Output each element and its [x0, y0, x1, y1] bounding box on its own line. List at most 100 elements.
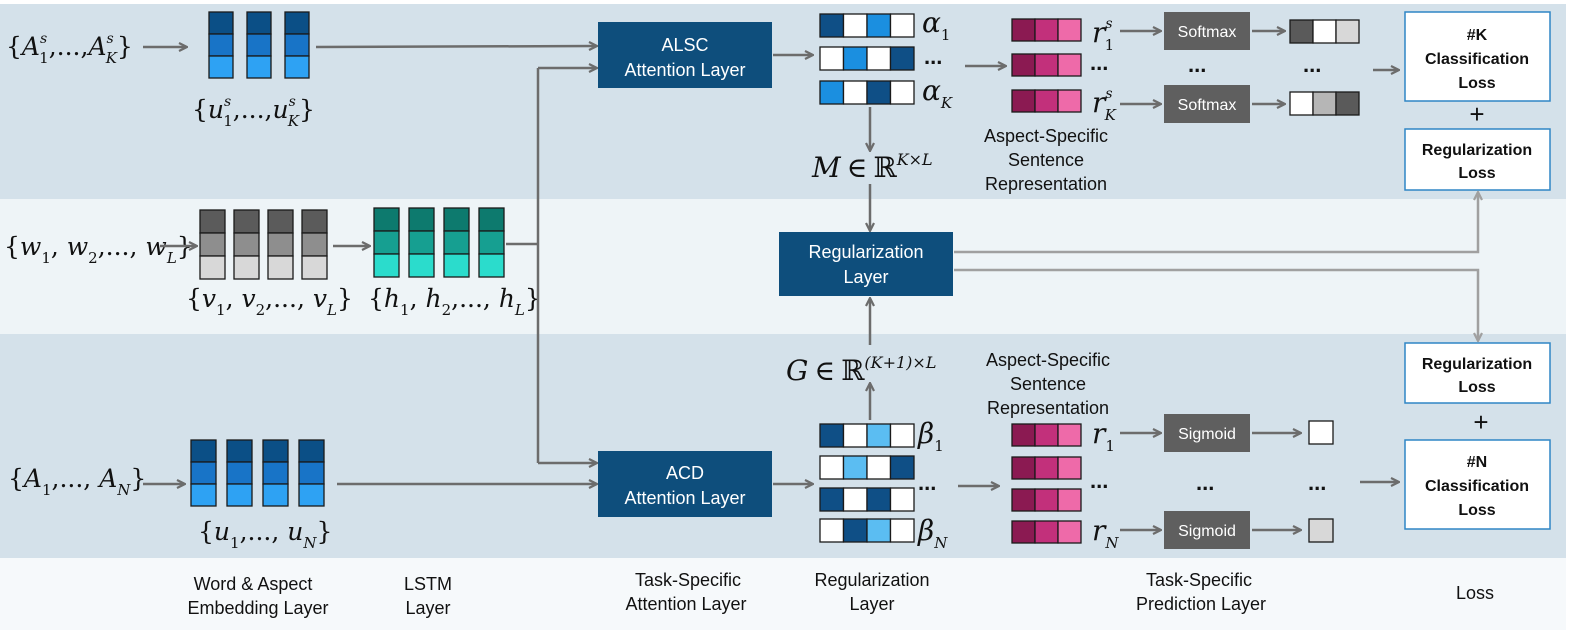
- svg-text:Loss: Loss: [1458, 75, 1495, 92]
- svg-text:Task-Specific: Task-Specific: [1146, 570, 1252, 590]
- alpha-cell: [819, 13, 845, 38]
- sentence-rep-cell: [1057, 423, 1082, 447]
- alpha-cell: [866, 80, 892, 105]
- sentence-rep-cell: [1011, 520, 1036, 544]
- footer-lstm-layer: LSTM Layer: [404, 574, 452, 618]
- softmax-prob-cell: [1289, 91, 1314, 116]
- softmax-probabilities: [1289, 19, 1360, 116]
- svg-text:Attention Layer: Attention Layer: [624, 488, 745, 508]
- alpha-cell: [842, 80, 868, 105]
- aspect-embedding-cell: [262, 439, 289, 463]
- beta-cell: [866, 518, 892, 543]
- sentence-rep-cell: [1057, 520, 1082, 544]
- alpha-ellipsis: ...: [924, 44, 942, 69]
- aspect-embedding-cell: [262, 461, 289, 485]
- svg-text:Regularization: Regularization: [814, 570, 929, 590]
- lstm-state-cell: [478, 253, 505, 278]
- lstm-state-cell: [408, 230, 435, 255]
- sentence-rep-cell: [1057, 89, 1082, 113]
- prob-bottom-ellipsis: ...: [1308, 470, 1326, 495]
- sentence-rep-cell: [1011, 456, 1036, 480]
- svg-text:Softmax: Softmax: [1178, 24, 1237, 41]
- alpha-1-label: α1: [922, 6, 950, 44]
- sentence-rep-cell: [1011, 89, 1036, 113]
- sentence-representation-top: [1011, 18, 1082, 113]
- alpha-cell: [819, 80, 845, 105]
- arrow-regularization-to-bottom-loss: [954, 268, 1478, 340]
- beta-cell: [866, 455, 892, 480]
- footer-attention-layer: Task-Specific Attention Layer: [625, 570, 746, 614]
- svg-text:Aspect-Specific: Aspect-Specific: [986, 350, 1110, 370]
- svg-text:G∈ℝ(K+1)×L: G∈ℝ(K+1)×L: [786, 353, 936, 387]
- aspect-embedding-cell: [190, 483, 217, 507]
- word-embedding-cell: [199, 255, 226, 280]
- sentence-rep-cell: [1034, 423, 1059, 447]
- beta-cell: [819, 518, 845, 543]
- beta-1-label: β1: [917, 417, 944, 455]
- svg-text:Representation: Representation: [985, 174, 1107, 194]
- svg-text:αK: αK: [922, 74, 953, 112]
- beta-cell: [819, 423, 845, 448]
- aspect-embedding-cell: [298, 483, 325, 507]
- svg-text:Sentence: Sentence: [1008, 150, 1084, 170]
- sigmoid-1: Sigmoid: [1164, 414, 1250, 452]
- svg-text:Loss: Loss: [1456, 583, 1494, 603]
- svg-text:{h1, h2,..., hL}: {h1, h2,..., hL}: [368, 284, 541, 319]
- softmax-prob-cell: [1312, 91, 1337, 116]
- sentence-rep-cell: [1011, 18, 1036, 42]
- sigmoid-n: Sigmoid: [1164, 511, 1250, 549]
- beta-cell: [842, 518, 868, 543]
- sentence-rep-cell: [1057, 456, 1082, 480]
- word-embedding-cell: [267, 209, 294, 234]
- aspect-embedding-cell: [208, 55, 234, 79]
- svg-text:Attention Layer: Attention Layer: [625, 594, 746, 614]
- n-classification-loss: #N Classification Loss: [1404, 439, 1551, 530]
- k-classification-loss: #K Classification Loss: [1404, 11, 1551, 102]
- svg-text:Task-Specific: Task-Specific: [635, 570, 741, 590]
- lstm-hidden-states: [373, 207, 505, 278]
- word-embedding-cell: [301, 232, 328, 257]
- sentence-rep-cell: [1057, 18, 1082, 42]
- matrix-g-label: G∈ℝ(K+1)×L: [786, 353, 936, 387]
- word-embedding-cell: [301, 255, 328, 280]
- softmax-prob-cell: [1312, 19, 1337, 44]
- aspect-embedding-cell: [246, 55, 272, 79]
- svg-text:#K: #K: [1467, 27, 1488, 44]
- svg-text:Aspect-Specific: Aspect-Specific: [984, 126, 1108, 146]
- footer-prediction-layer: Task-Specific Prediction Layer: [1136, 570, 1266, 614]
- aspect-embedding-bottom: [190, 439, 325, 507]
- aspect-embedding-cell: [190, 439, 217, 463]
- sentence-representation-bottom: [1011, 423, 1082, 544]
- footer-band: [0, 558, 1566, 630]
- beta-cell: [866, 487, 892, 512]
- svg-text:Loss: Loss: [1458, 165, 1495, 182]
- svg-text:Loss: Loss: [1458, 379, 1495, 396]
- svg-text:Regularization: Regularization: [1422, 142, 1532, 159]
- svg-text:Sentence: Sentence: [1010, 374, 1086, 394]
- loss-plus-top: +: [1469, 99, 1484, 129]
- lstm-state-cell: [408, 253, 435, 278]
- beta-cell: [819, 455, 845, 480]
- r-top-ellipsis: ...: [1090, 50, 1108, 75]
- aspect-embedding-cell: [208, 11, 234, 35]
- alpha-cell: [842, 46, 868, 71]
- prob-top-ellipsis: ...: [1303, 52, 1321, 77]
- svg-text:Sigmoid: Sigmoid: [1178, 426, 1236, 443]
- alpha-cell: [842, 13, 868, 38]
- regularization-loss-top: Regularization Loss: [1404, 128, 1551, 191]
- lstm-state-cell: [443, 207, 470, 232]
- beta-ellipsis: ...: [918, 470, 936, 495]
- svg-text:Regularization: Regularization: [1422, 356, 1532, 373]
- svg-text:Word & Aspect: Word & Aspect: [194, 574, 313, 594]
- word-embedding-cell: [233, 255, 260, 280]
- sentence-rep-cell: [1034, 520, 1059, 544]
- svg-text:α1: α1: [922, 6, 950, 44]
- beta-attention-vectors: [819, 423, 915, 543]
- sentence-rep-cell: [1034, 53, 1059, 77]
- sentence-rep-cell: [1034, 456, 1059, 480]
- svg-text:rsK: rsK: [1092, 86, 1117, 124]
- r-n-label: rN: [1092, 514, 1119, 552]
